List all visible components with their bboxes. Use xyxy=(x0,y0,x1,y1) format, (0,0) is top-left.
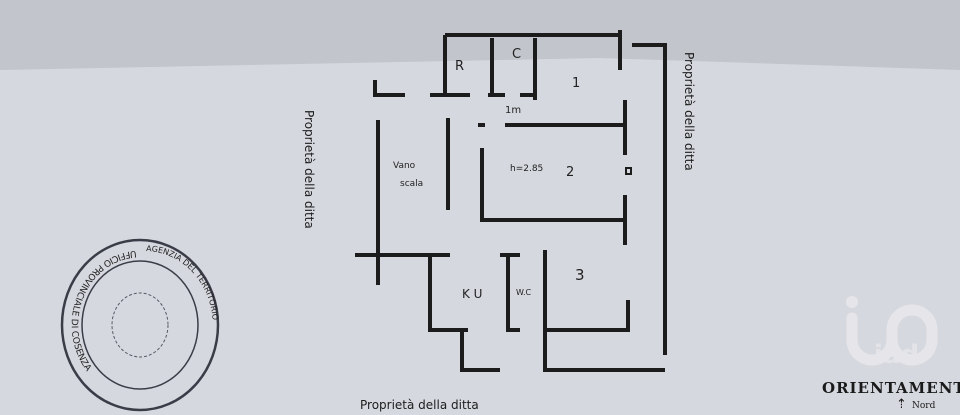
wc-label: W.C xyxy=(516,288,532,297)
ceiling-height-label: h=2.85 xyxy=(510,164,543,174)
room-2-label: 2 xyxy=(566,165,574,180)
floor-plan xyxy=(355,30,667,372)
room-1-label: 1 xyxy=(572,76,580,91)
bottom-neighbor-label: Proprietà della ditta xyxy=(360,398,479,412)
room-3-label: 3 xyxy=(575,266,585,284)
hall-width-label: 1m xyxy=(505,105,521,116)
iad-logo-text: iad xyxy=(874,340,920,370)
stair-label-line1: Vano xyxy=(393,161,416,171)
room-c-label: C xyxy=(512,47,521,62)
north-arrow-icon: ⇡ xyxy=(896,397,907,412)
right-neighbor-label: Proprietà della ditta xyxy=(682,52,696,171)
room-labels: R C 1 1m h=2.85 2 Vano scala K U W.C 3 xyxy=(393,47,585,301)
north-label: Nord xyxy=(912,401,936,411)
room-r-label: R xyxy=(455,59,464,74)
left-neighbor-label: Proprietà della ditta xyxy=(302,110,316,229)
kitchen-label: K U xyxy=(462,287,482,301)
iad-logo xyxy=(846,296,938,366)
stair-label-line2: scala xyxy=(400,179,423,189)
orientation-label: ORIENTAMENTO xyxy=(822,379,960,397)
